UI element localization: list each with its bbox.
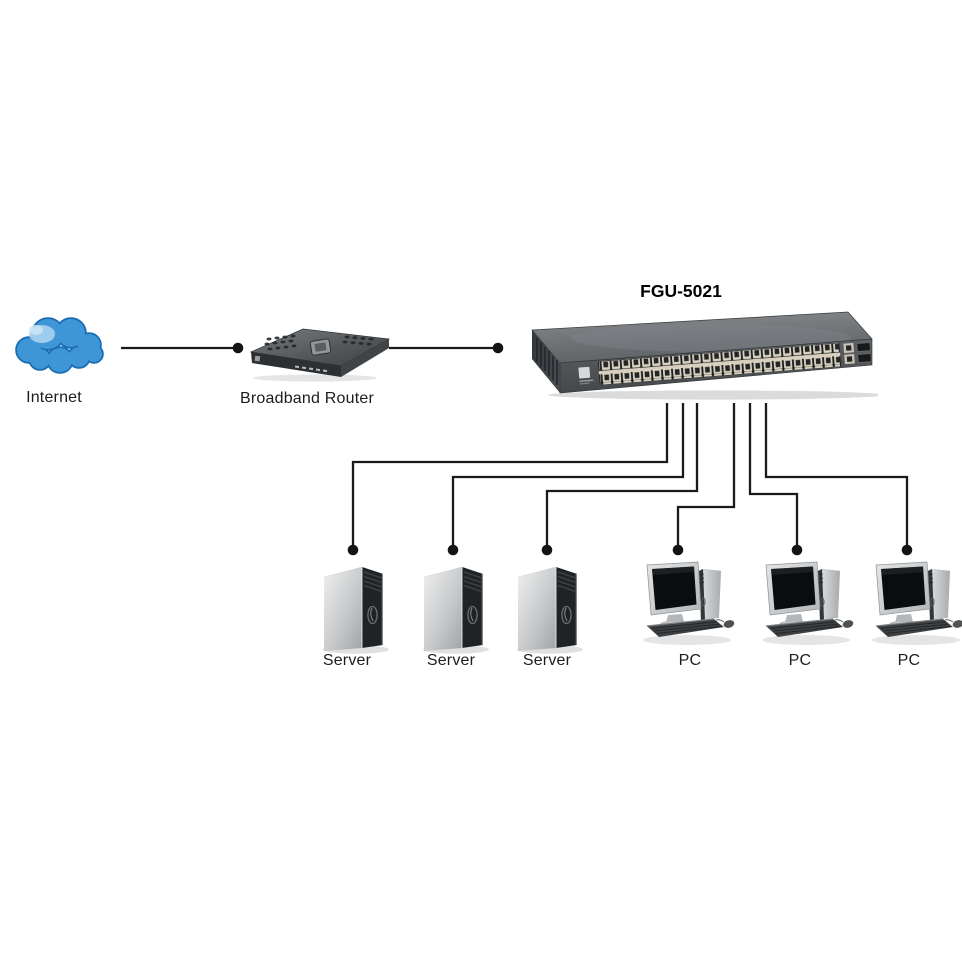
broadband-router-label: Broadband Router	[240, 390, 374, 407]
pc-icon-2	[762, 561, 854, 645]
server-label-2: Server	[426, 652, 476, 669]
internet-label: Internet	[26, 389, 82, 406]
junction-dot-server3	[541, 544, 553, 556]
switch-rj45-ports	[599, 343, 841, 385]
junction-dot-pc1	[672, 544, 684, 556]
switch-sfp-slot-2	[857, 353, 872, 363]
internet-cloud-icon	[15, 317, 104, 374]
pc-label-2: PC	[788, 652, 812, 669]
server-label-1: Server	[322, 652, 372, 669]
pc-icon-3	[872, 561, 962, 645]
pc-icon-1	[643, 561, 735, 645]
junction-dot-server1	[347, 544, 359, 556]
edge-switch-pc1	[676, 403, 736, 546]
edge-switch-server2	[451, 403, 685, 546]
switch-sfp-slot-1	[856, 342, 871, 352]
edge-switch-server3	[545, 403, 699, 546]
junction-dot-pc2	[791, 544, 803, 556]
junction-dot-server2	[447, 544, 459, 556]
edge-switch-pc2	[748, 403, 799, 546]
switch-logo	[578, 366, 591, 379]
junction-dot-switch	[492, 342, 504, 354]
router-logo-emblem	[309, 338, 332, 356]
server-icon-1	[323, 567, 389, 654]
switch-title: FGU-5021	[640, 281, 722, 301]
edge-switch-pc3	[764, 403, 909, 546]
server-label-3: Server	[522, 652, 572, 669]
pc-label-3: PC	[897, 652, 921, 669]
junction-dot-pc3	[901, 544, 913, 556]
junction-dot-router	[232, 342, 244, 354]
server-icon-2	[423, 567, 489, 654]
edge-switch-server1	[351, 403, 669, 546]
pc-label-1: PC	[678, 652, 702, 669]
fgu-5021-switch-icon	[531, 311, 878, 400]
server-icon-3	[517, 567, 583, 654]
broadband-router-icon	[249, 328, 391, 382]
